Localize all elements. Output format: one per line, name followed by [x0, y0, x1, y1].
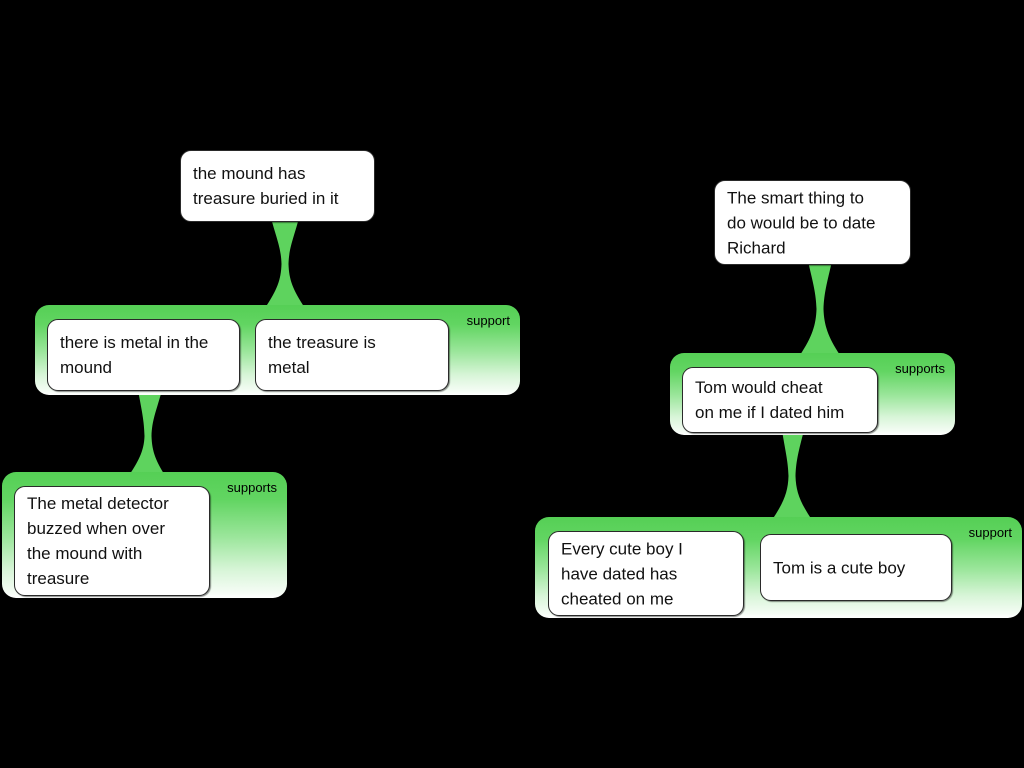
- claim-box-metal-detector[interactable]: The metal detector buzzed when over the …: [14, 486, 210, 596]
- claim-text: The smart thing to do would be to date R…: [727, 188, 876, 257]
- claim-text: the mound has treasure buried in it: [193, 164, 339, 208]
- claim-text: there is metal in the mound: [60, 333, 209, 377]
- connector-tom-to-cuteboy-support: [772, 430, 812, 520]
- connector-mound-to-support: [265, 218, 305, 308]
- claim-box-tom-cute-boy[interactable]: Tom is a cute boy: [760, 534, 952, 601]
- claim-text: Tom would cheat on me if I dated him: [695, 378, 845, 422]
- claim-box-mound-treasure[interactable]: the mound has treasure buried in it: [180, 150, 375, 222]
- connector-metal-to-detector-support: [126, 390, 168, 480]
- claim-box-metal-in-mound[interactable]: there is metal in the mound: [47, 319, 240, 391]
- claim-box-treasure-is-metal[interactable]: the treasure is metal: [255, 319, 449, 391]
- claim-box-date-richard[interactable]: The smart thing to do would be to date R…: [714, 180, 911, 265]
- claim-box-every-cute-boy[interactable]: Every cute boy I have dated has cheated …: [548, 531, 744, 616]
- connector-richard-to-support: [800, 261, 840, 355]
- claim-text: the treasure is metal: [268, 333, 376, 377]
- support-label: supports: [895, 361, 945, 376]
- claim-text: The metal detector buzzed when over the …: [27, 494, 169, 588]
- support-label: supports: [227, 480, 277, 495]
- claim-text: Every cute boy I have dated has cheated …: [561, 539, 683, 608]
- claim-box-tom-would-cheat[interactable]: Tom would cheat on me if I dated him: [682, 367, 878, 433]
- support-label: support: [466, 313, 510, 328]
- support-label: support: [968, 525, 1012, 540]
- claim-text: Tom is a cute boy: [773, 558, 906, 577]
